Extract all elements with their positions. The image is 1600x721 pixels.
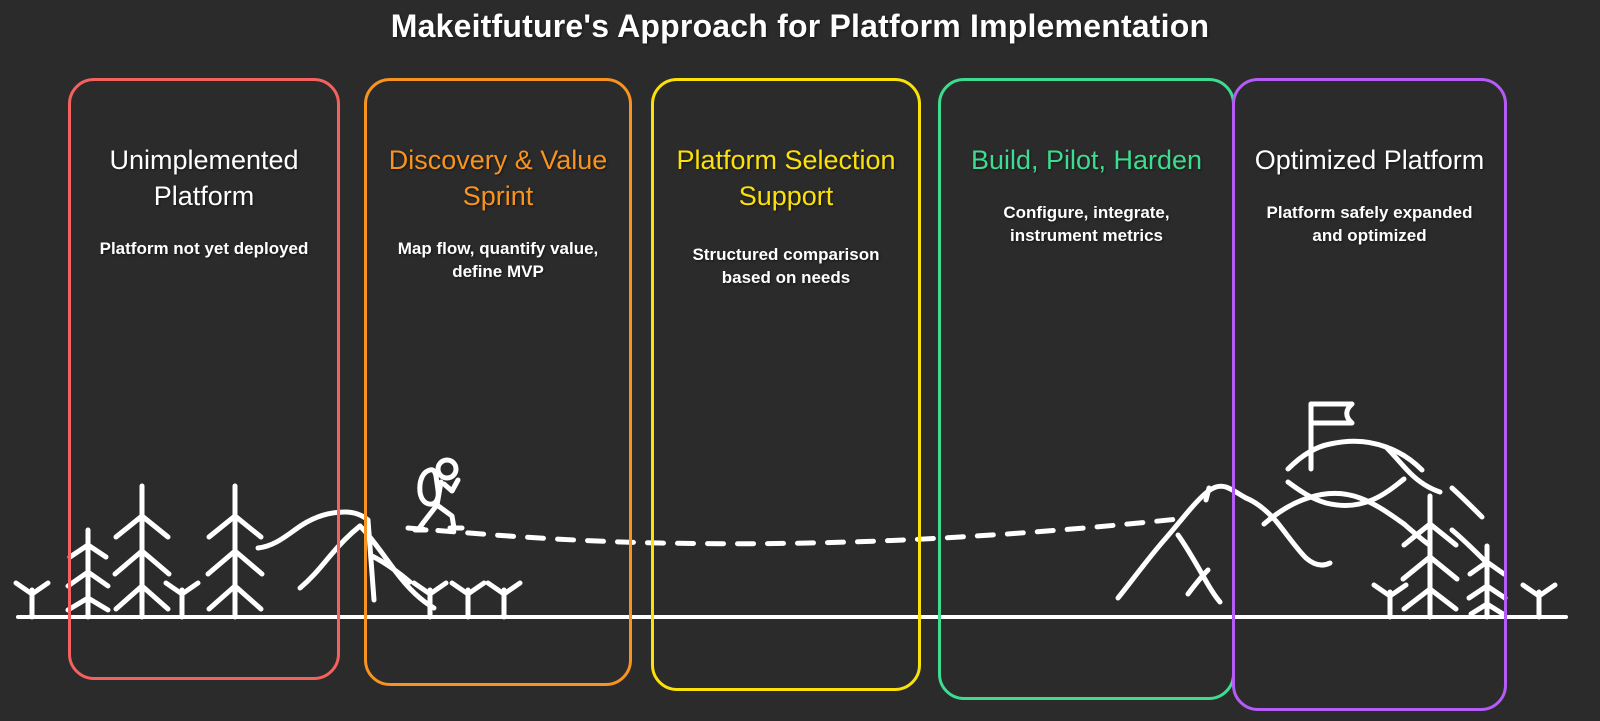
- stage-title: Platform Selection Support: [676, 145, 896, 211]
- page-title: Makeitfuture's Approach for Platform Imp…: [390, 8, 1210, 44]
- stage-card-body: Platform Selection Support Structured co…: [654, 143, 918, 289]
- stage-description: Platform not yet deployed: [99, 238, 309, 258]
- stage-card-discovery-value-sprint[interactable]: Discovery & Value Sprint Map flow, quant…: [364, 78, 632, 686]
- stage-card-body: Build, Pilot, Harden Configure, integrat…: [941, 143, 1232, 247]
- stage-card-body: Discovery & Value Sprint Map flow, quant…: [367, 143, 629, 283]
- stage-card-body: Unimplemented Platform Platform not yet …: [71, 143, 337, 260]
- stage-card-platform-selection-support[interactable]: Platform Selection Support Structured co…: [651, 78, 921, 691]
- stage-card-body: Optimized Platform Platform safely expan…: [1235, 143, 1504, 247]
- stage-title: Discovery & Value Sprint: [388, 145, 608, 211]
- stage-description: Structured comparison based on needs: [692, 244, 880, 288]
- stage-description: Configure, integrate, instrument metrics: [1003, 202, 1170, 246]
- stage-card-build-pilot-harden[interactable]: Build, Pilot, Harden Configure, integrat…: [938, 78, 1235, 700]
- stage-title: Build, Pilot, Harden: [970, 145, 1203, 175]
- stage-description: Map flow, quantify value, define MVP: [397, 238, 599, 282]
- stage-title: Unimplemented Platform: [109, 145, 299, 211]
- stage-card-optimized-platform[interactable]: Optimized Platform Platform safely expan…: [1232, 78, 1507, 711]
- stage-title: Optimized Platform: [1254, 145, 1485, 175]
- stage-description: Platform safely expanded and optimized: [1266, 202, 1473, 246]
- stage-card-unimplemented-platform[interactable]: Unimplemented Platform Platform not yet …: [68, 78, 340, 680]
